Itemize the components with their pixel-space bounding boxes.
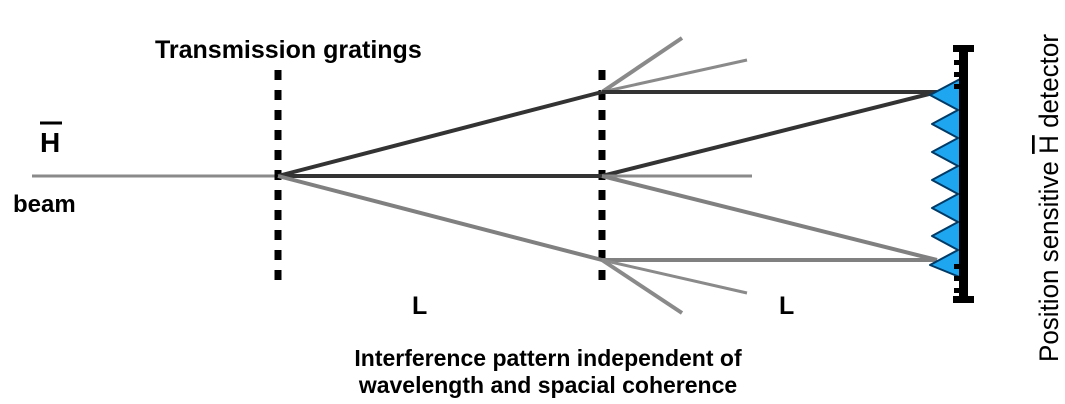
ray-upper-fan-2 [601,58,748,94]
ray-lower-fan-1 [601,258,748,295]
distance-label-second: L [779,292,794,320]
detector-cap-top [953,45,974,52]
detector-label-suffix: detector [1034,34,1064,135]
distance-label-first: L [412,292,427,320]
ray-lower-first-section [277,174,603,262]
beam-symbol: H [40,127,60,158]
ray-upper-fan-1 [600,36,684,94]
interference-fringe-pattern [929,77,963,279]
detector-label: Position sensitive H detector [1034,34,1064,362]
detector-notches [954,60,959,293]
detector-cap-bottom [953,296,974,303]
detector-label-symbol: H [1034,135,1064,154]
ray-middle-to-detector-top [601,90,938,178]
ray-lower-fan-2 [600,258,684,315]
detector-label-group: Position sensitive H detector [1034,34,1064,362]
ray-upper-first-section [277,90,603,178]
detector-label-prefix: Position sensitive [1034,154,1064,362]
beam-label: beam [13,191,76,218]
grating-label: Transmission gratings [155,36,422,64]
position-sensitive-detector [959,45,968,303]
ray-middle-to-detector-bottom [601,174,938,262]
caption-line-1: Interference pattern independent of [354,345,742,371]
caption-line-2: wavelength and spacial coherence [358,372,737,398]
